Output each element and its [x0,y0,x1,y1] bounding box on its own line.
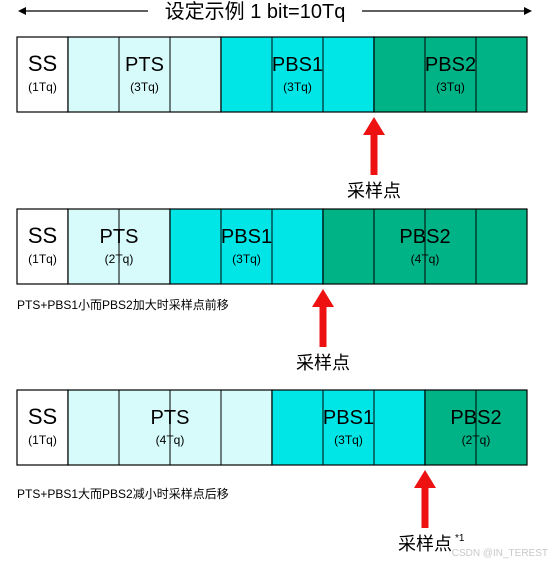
watermark: CSDN @IN_TEREST [452,548,548,559]
segment-pbs2: PBS2 (4Tq) [322,208,528,285]
segment-pbs2-name: PBS2 [399,226,450,248]
sample-point-label: 采样点 [347,181,401,201]
segment-ss-duration: (1Tq) [28,252,57,266]
segment-pbs1: PBS1 (3Tq) [271,389,426,466]
segment-pbs1-duration: (3Tq) [334,433,363,447]
segment-pbs1-duration: (3Tq) [232,252,261,266]
segment-pbs2-duration: (4Tq) [411,252,440,266]
sample-point-label: 采样点 [398,534,452,554]
segment-pbs1-box [271,389,426,466]
sample-point-arrow [312,289,334,347]
bit-timing-row-3: SS (1Tq) PTS (4Tq) PBS1 (3Tq) PBS2 (2Tq) 采样点*1 PT… [16,389,528,554]
segment-pts-duration: (3Tq) [130,80,159,94]
row-caption: PTS+PBS1大而PBS2减小时采样点后移 [17,486,229,501]
segment-pbs1-name: PBS1 [221,226,272,248]
segment-pts-box [67,36,222,113]
segment-pbs2-duration: (2Tq) [462,433,491,447]
segment-ss-name: SS [28,404,57,429]
sample-point-note: *1 [455,533,465,544]
arrow-head [414,470,436,488]
segment-ss-box [16,36,69,113]
segment-pbs2: PBS2 (2Tq) [424,389,528,466]
bit-timing-row-1: SS (1Tq) PTS (3Tq) PBS1 (3Tq) PBS2 (3Tq) 采样点 [16,36,528,201]
segment-pbs1-box [169,208,324,285]
segment-pbs2-name: PBS2 [450,407,501,429]
segment-ss: SS (1Tq) [16,36,69,113]
segment-pts-duration: (2Tq) [105,252,134,266]
segment-pbs2-duration: (3Tq) [436,80,465,94]
segment-ss-name: SS [28,51,57,76]
segment-pts-duration: (4Tq) [156,433,185,447]
segment-pbs2: PBS2 (3Tq) [373,36,528,113]
segment-pts: PTS (3Tq) [67,36,222,113]
segment-pbs1-duration: (3Tq) [283,80,312,94]
diagram-title: 设定示例 1 bit=10Tq [165,0,346,23]
arrow-shaft [319,305,327,347]
arrow-shaft [421,486,429,528]
segment-ss: SS (1Tq) [16,208,69,285]
segment-pbs1-box [220,36,375,113]
segment-pts: PTS (4Tq) [67,389,273,466]
segment-pts-name: PTS [100,226,139,248]
segment-pbs2-name: PBS2 [425,54,476,76]
segment-pbs1-name: PBS1 [272,54,323,76]
arrow-shaft [370,133,378,175]
sample-point-label: 采样点 [296,353,350,373]
segment-ss-duration: (1Tq) [28,433,57,447]
segment-ss: SS (1Tq) [16,389,69,466]
sample-point-arrow [363,117,385,175]
row-caption: PTS+PBS1小而PBS2加大时采样点前移 [17,297,229,312]
segment-pts-name: PTS [125,54,164,76]
segment-pbs2-box [373,36,528,113]
bit-width-indicator: 设定示例 1 bit=10Tq [18,0,532,23]
segment-pbs1-name: PBS1 [323,407,374,429]
arrow-head [363,117,385,135]
segment-pbs1: PBS1 (3Tq) [169,208,324,285]
segment-pbs1: PBS1 (3Tq) [220,36,375,113]
rows-layer: SS (1Tq) PTS (3Tq) PBS1 (3Tq) PBS2 (3Tq) 采样点 SS (1… [16,36,528,554]
segment-ss-name: SS [28,223,57,248]
bit-timing-row-2: SS (1Tq) PTS (2Tq) PBS1 (3Tq) PBS2 (4Tq) 采样点 PTS+… [16,208,528,373]
segment-pts-name: PTS [151,407,190,429]
sample-point-arrow [414,470,436,528]
arrow-head [312,289,334,307]
segment-ss-duration: (1Tq) [28,80,57,94]
segment-pts: PTS (2Tq) [67,208,171,285]
